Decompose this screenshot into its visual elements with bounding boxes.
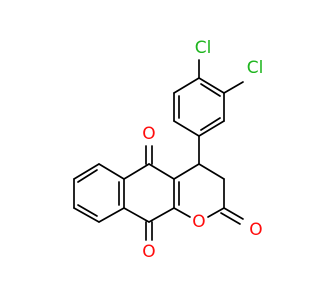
bond bbox=[207, 207, 225, 218]
oxygen-atom-label: O bbox=[249, 220, 262, 240]
bond bbox=[123, 163, 150, 180]
chlorine-atom-label: Cl bbox=[247, 58, 264, 78]
bond bbox=[173, 120, 200, 137]
chlorine-atom-label: Cl bbox=[195, 38, 212, 58]
bond bbox=[198, 77, 225, 94]
oxygen-atom-label: O bbox=[142, 124, 155, 144]
bond bbox=[98, 163, 125, 180]
bond bbox=[98, 207, 125, 223]
bond bbox=[148, 207, 175, 223]
oxygen-atom-label: O bbox=[142, 242, 155, 262]
bond bbox=[73, 207, 100, 223]
bond bbox=[200, 83, 221, 97]
bond bbox=[173, 163, 200, 180]
bond bbox=[198, 120, 225, 137]
bond-lines bbox=[73, 59, 244, 241]
bond bbox=[77, 169, 98, 183]
bond bbox=[148, 163, 175, 180]
bond bbox=[223, 81, 244, 94]
bond bbox=[173, 77, 200, 94]
bond bbox=[223, 207, 244, 220]
bond bbox=[198, 163, 225, 180]
structure-diagram: Cl Cl O O O O bbox=[0, 0, 300, 300]
bond bbox=[123, 207, 150, 223]
bond bbox=[77, 204, 98, 217]
bond bbox=[173, 207, 191, 218]
bond bbox=[73, 163, 100, 180]
bond bbox=[220, 212, 241, 225]
molecule-canvas: Cl Cl O O O O bbox=[0, 0, 300, 300]
background bbox=[0, 0, 300, 300]
oxygen-atom-label: O bbox=[192, 212, 205, 232]
atom-labels: Cl Cl O O O O bbox=[142, 38, 263, 262]
bond bbox=[200, 117, 221, 131]
